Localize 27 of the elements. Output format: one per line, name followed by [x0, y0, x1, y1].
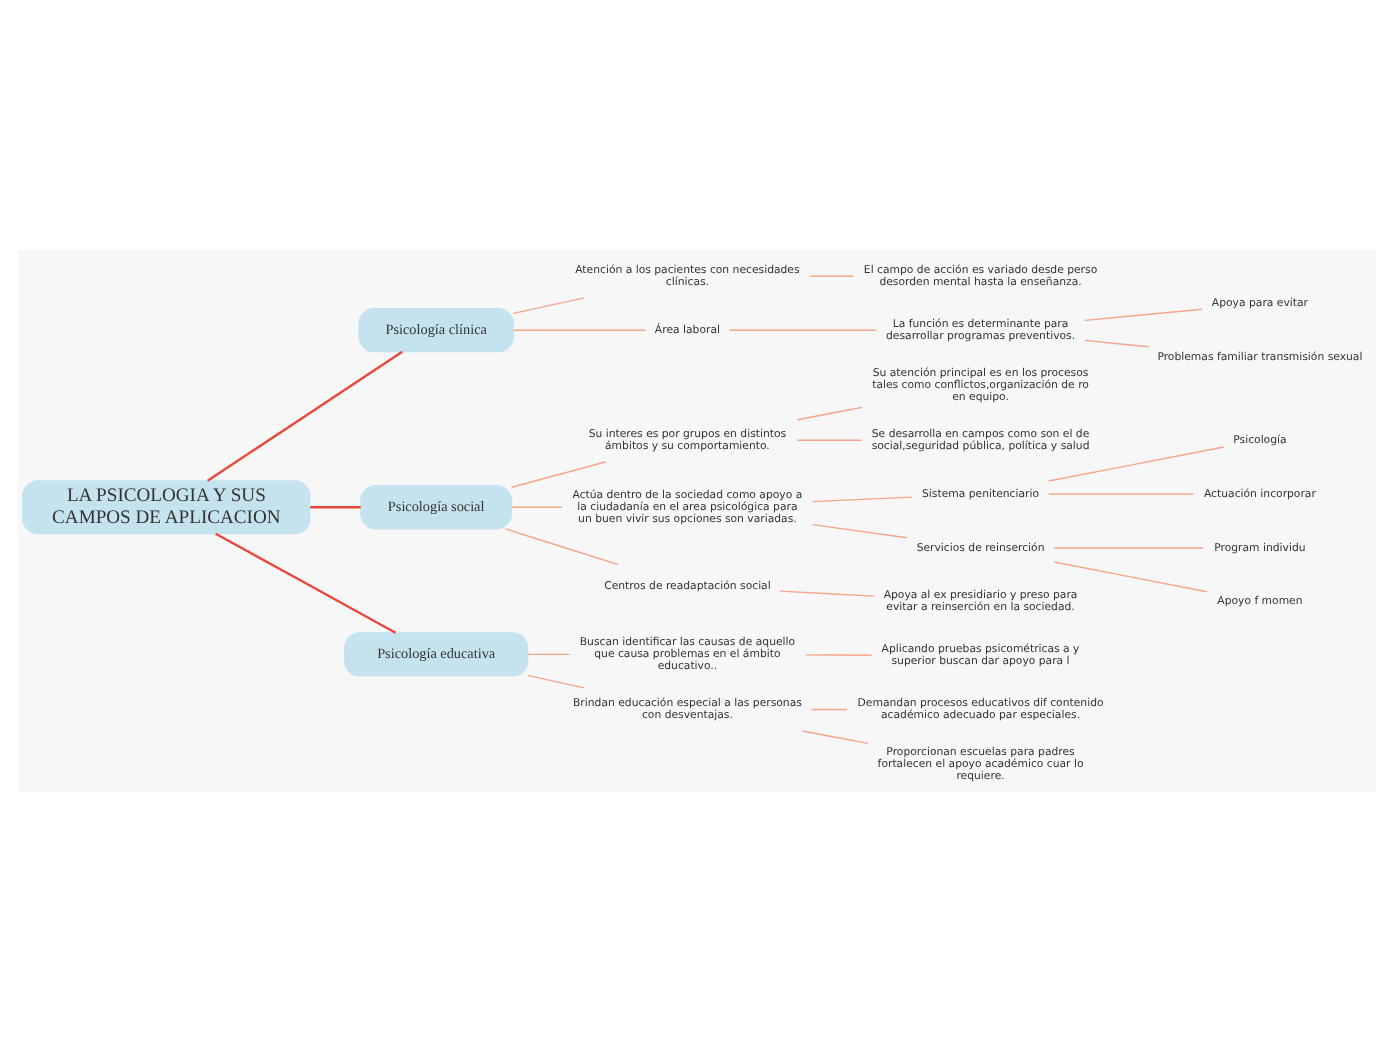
connector: [310, 505, 361, 508]
connector: [796, 438, 862, 440]
connector: [512, 296, 586, 314]
connector: [215, 531, 397, 633]
connector: [1084, 307, 1203, 321]
connector: [812, 495, 913, 502]
connector: [810, 707, 848, 710]
connector: [809, 274, 855, 277]
connector: [796, 405, 863, 420]
connector: [504, 527, 620, 565]
connector: [802, 729, 869, 744]
connector: [779, 589, 876, 596]
connector: [527, 673, 585, 688]
connector: [510, 505, 563, 507]
connector: [1053, 560, 1208, 592]
connector: [728, 328, 877, 330]
connector: [1053, 546, 1205, 548]
node-box: LA PSICOLOGIA Y SUS CAMPOS DE APLICACION: [22, 479, 311, 534]
connector: [512, 328, 647, 330]
connector: [1048, 445, 1225, 481]
connector: [1084, 338, 1150, 347]
connector: [804, 653, 873, 655]
connector: [206, 349, 403, 481]
connector: [1048, 492, 1194, 494]
connector: [527, 652, 571, 655]
connector: [510, 460, 607, 487]
connector: [812, 522, 908, 538]
